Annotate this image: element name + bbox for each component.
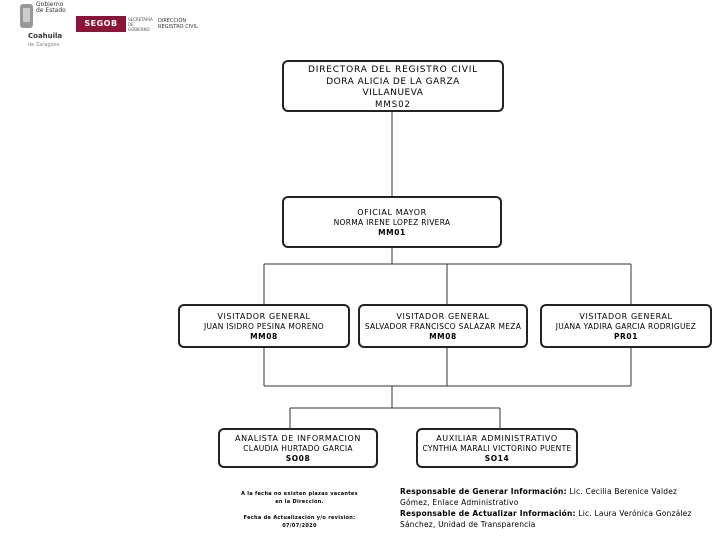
analista-code: SO08 xyxy=(285,454,311,463)
coahuila-logo: Gobierno de Estado Coahuila de Zaragoza xyxy=(18,0,68,50)
visitador3-name: JUANA YADIRA GARCIA RODRIGUEZ xyxy=(555,322,697,331)
visitador-box-3: VISITADOR GENERAL JUANA YADIRA GARCIA RO… xyxy=(540,304,712,348)
update-label: Fecha de Actualización y/o revisión: xyxy=(243,515,356,521)
visitador2-name: SALVADOR FRANCISCO SALAZAR MEZA xyxy=(364,322,522,331)
vacancy-note: A la fecha no existen plazas vacantes en… xyxy=(222,490,377,530)
header-logos: Gobierno de Estado Coahuila de Zaragoza … xyxy=(18,0,198,50)
registry-line2: REGISTRO CIVIL xyxy=(158,24,198,30)
upd-label: Responsable de Actualizar Información: xyxy=(400,509,576,518)
visitador-box-1: VISITADOR GENERAL JUAN ISIDRO PESINA MOR… xyxy=(178,304,350,348)
oficial-code: MM01 xyxy=(378,228,406,237)
visitador3-code: PR01 xyxy=(613,332,639,341)
auxiliar-name: CYNTHIA MARALI VICTORINO PUENTE xyxy=(422,444,572,453)
analista-name: CLAUDIA HURTADO GARCIA xyxy=(243,444,353,453)
note-line1: A la fecha no existen plazas vacantes xyxy=(241,491,358,497)
visitador-box-2: VISITADOR GENERAL SALVADOR FRANCISCO SAL… xyxy=(358,304,528,348)
shield-icon xyxy=(20,4,33,28)
gov-logo-sub: de Zaragoza xyxy=(28,42,60,48)
director-box: DIRECTORA DEL REGISTRO CIVIL DORA ALICIA… xyxy=(282,60,504,112)
auxiliar-title: AUXILIAR ADMINISTRATIVO xyxy=(436,434,558,443)
upd-value-2: Sánchez, Unidad de Transparencia xyxy=(400,520,536,529)
gov-logo-top: Gobierno de Estado xyxy=(36,1,66,14)
auxiliar-code: SO14 xyxy=(484,454,510,463)
oficial-title: OFICIAL MAYOR xyxy=(357,208,427,217)
update-date: 07/07/2020 xyxy=(282,523,317,529)
registry-logo: DIRECCIÓN REGISTRO CIVIL xyxy=(158,18,198,30)
gen-label: Responsable de Generar Información: xyxy=(400,487,567,496)
visitador1-name: JUAN ISIDRO PESINA MORENO xyxy=(204,322,324,331)
director-title: DIRECTORA DEL REGISTRO CIVIL xyxy=(308,65,478,75)
auxiliar-box: AUXILIAR ADMINISTRATIVO CYNTHIA MARALI V… xyxy=(416,428,578,468)
oficial-name: NORMA IRENE LOPEZ RIVERA xyxy=(333,218,451,227)
visitador3-title: VISITADOR GENERAL xyxy=(579,312,673,321)
responsable-generar: Responsable de Generar Información: Lic.… xyxy=(400,486,715,497)
responsable-actualizar: Responsable de Actualizar Información: L… xyxy=(400,508,715,519)
oficial-mayor-box: OFICIAL MAYOR NORMA IRENE LOPEZ RIVERA M… xyxy=(282,196,502,248)
director-code: MMS02 xyxy=(375,99,411,110)
gen-value-1: Lic. Cecilia Berenice Valdez xyxy=(569,487,678,496)
analista-box: ANALISTA DE INFORMACION CLAUDIA HURTADO … xyxy=(218,428,378,468)
segob-logo: SEGOB xyxy=(76,16,126,32)
visitador2-code: MM08 xyxy=(429,332,457,341)
visitador1-title: VISITADOR GENERAL xyxy=(217,312,311,321)
gen-value-2: Gómez, Enlace Administrativo xyxy=(400,498,519,507)
visitador2-title: VISITADOR GENERAL xyxy=(396,312,490,321)
director-name-line1: DORA ALICIA DE LA GARZA xyxy=(326,76,460,87)
note-line2: en la Dirección. xyxy=(275,499,324,505)
analista-title: ANALISTA DE INFORMACION xyxy=(235,434,361,443)
segob-sub: SECRETARÍA DE GOBIERNO xyxy=(128,17,153,32)
visitador1-code: MM08 xyxy=(250,332,278,341)
registry-line1: DIRECCIÓN xyxy=(158,18,187,24)
responsables-block: Responsable de Generar Información: Lic.… xyxy=(400,486,715,530)
director-name-line2: VILLANUEVA xyxy=(362,88,424,98)
gov-logo-state: Coahuila xyxy=(28,32,63,40)
upd-value-1: Lic. Laura Verónica González xyxy=(578,509,692,518)
